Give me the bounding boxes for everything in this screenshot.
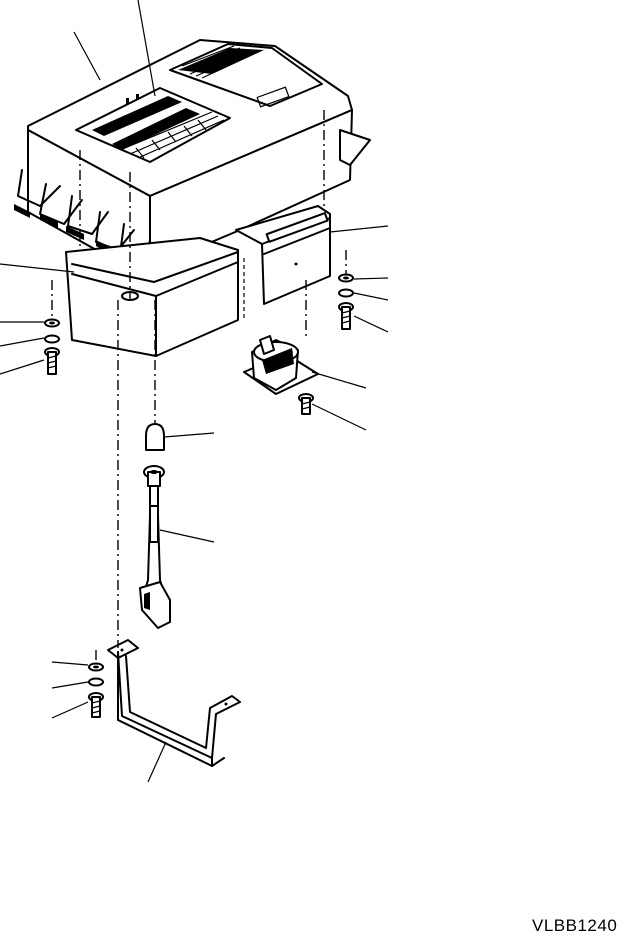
mounting-stay xyxy=(107,639,241,767)
monitor-panel xyxy=(14,39,371,269)
assembly-lines xyxy=(51,110,347,662)
buzzer xyxy=(243,335,319,395)
speaker-grille xyxy=(178,45,264,79)
nameplate xyxy=(75,87,231,163)
leader-lines xyxy=(0,0,389,783)
fastener-set-left xyxy=(44,318,60,375)
drawing-code-label: VLBB1240 xyxy=(532,916,618,935)
wiring-harness xyxy=(139,465,171,629)
fastener-set-stay xyxy=(88,662,104,718)
bracket-left xyxy=(65,237,245,357)
buzzer-bolt xyxy=(298,393,314,415)
fastener-set-right xyxy=(338,273,354,330)
bracket-right xyxy=(235,205,331,305)
bulb xyxy=(145,423,165,451)
